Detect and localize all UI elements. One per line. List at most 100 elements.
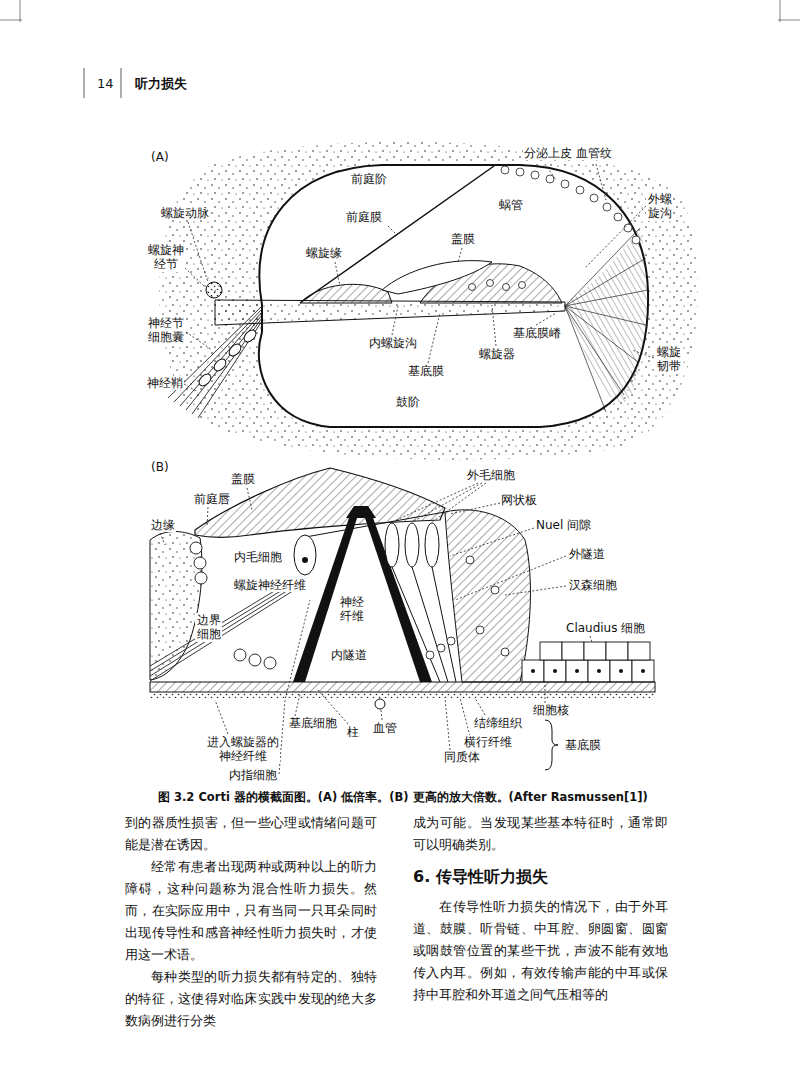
part-label: 神经鞘: [146, 376, 184, 390]
corti-organ: [575, 669, 579, 673]
cochlea-section: [180, 312, 262, 406]
body-paragraph: 成为可能。当发现某些基本特征时，通常即可以明确类别。: [413, 812, 668, 856]
corti-organ: [302, 557, 308, 563]
part-label: 基底膜: [564, 738, 602, 752]
part-label: Claudius 细胞: [565, 621, 646, 635]
leader-line: [475, 698, 485, 715]
cochlea-section: [198, 321, 262, 418]
page-number: 14: [96, 76, 115, 92]
cochlea-section: [565, 228, 647, 403]
part-label: 螺旋器: [478, 347, 516, 361]
part-label: 前庭唇: [193, 492, 231, 506]
leader-line: [388, 226, 397, 235]
cochlea-section: [565, 228, 648, 412]
section-heading: 6. 传导性听力损失: [413, 866, 668, 888]
part-label: 边缘: [150, 518, 176, 532]
corti-organ: [385, 523, 439, 567]
cochlea-section: [576, 186, 584, 194]
cochlea-section: [565, 258, 646, 306]
part-label: Nuel 间隙: [535, 518, 592, 532]
page-frame: [780, 0, 781, 22]
leader-line: [445, 698, 450, 750]
corti-organ: [437, 644, 445, 652]
page-frame: [0, 0, 800, 98]
corti-organ: [447, 637, 455, 645]
leader-line: [392, 306, 398, 335]
leader-line: [455, 556, 566, 600]
bracket: [545, 720, 558, 770]
part-label: 鼓阶: [395, 395, 421, 409]
part-label: 细胞核: [532, 703, 570, 717]
leader-line: [458, 248, 462, 262]
leader-line: [184, 164, 654, 392]
corti-organ: [392, 567, 440, 682]
cochlea-section: [519, 282, 526, 289]
part-label: 螺旋韧带: [655, 345, 682, 374]
part-label: 分泌上皮: [523, 146, 573, 160]
leader-line: [392, 483, 478, 522]
body-paragraph: 经常有患者出现两种或两种以上的听力障碍，这种问题称为混合性听力损失。然而，在实际…: [125, 856, 377, 966]
part-label: 横行纤维: [463, 735, 513, 749]
corti-organ: [426, 651, 434, 659]
part-label: 前庭阶: [350, 172, 388, 186]
leader-line: [505, 586, 566, 595]
corti-organ: [150, 584, 298, 676]
corti-organ: [412, 567, 448, 682]
leader-line: [412, 483, 482, 522]
corti-organ: [150, 682, 655, 692]
cochlea-section: [186, 315, 262, 410]
leader-line: [596, 164, 606, 200]
cochlea-section: [565, 228, 640, 306]
leader-line: [335, 262, 340, 286]
part-label: 蜗管: [498, 198, 524, 212]
part-label: 基底细胞: [288, 716, 338, 730]
cochlea-section: [624, 224, 632, 232]
text-column: 成为可能。当发现某些基本特征时，通常即可以明确类别。6. 传导性听力损失在传导性…: [413, 812, 668, 1006]
corti-organ: [234, 649, 246, 661]
cochlea-section: [159, 142, 698, 460]
panel-letter: (B): [150, 460, 170, 474]
part-label: 盖膜: [450, 232, 476, 246]
part-label: 盖膜: [230, 472, 256, 486]
corti-organ: [531, 669, 535, 673]
corti-organ: [491, 586, 499, 594]
body-paragraph: 到的器质性损害，但一些心理或情绪问题可能是潜在诱因。: [125, 812, 377, 856]
corti-organ: [425, 523, 439, 567]
cochlea-section: [206, 282, 222, 298]
page-frame: [121, 68, 122, 98]
cochlea-section: [565, 290, 648, 306]
figure-caption: 图 3.2 Corti 器的横截面图。(A) 低倍率。(B) 更高的放大倍数。(…: [158, 790, 648, 805]
part-label: 进入螺旋器的神经纤维: [205, 735, 280, 764]
leader-line: [381, 710, 382, 720]
leader-line: [247, 488, 252, 510]
leader-line: [590, 636, 592, 642]
corti-organ: [375, 699, 385, 709]
corti-organ: [445, 510, 530, 682]
page-frame: [778, 20, 800, 21]
part-label: 螺旋动脉: [160, 206, 210, 220]
part-label: 内指细胞: [228, 768, 278, 782]
leader-line: [432, 483, 486, 522]
leader-line: [186, 332, 212, 350]
corti-organ: [385, 523, 399, 567]
bracket: [545, 720, 558, 770]
leader-line: [295, 694, 300, 716]
cochlea-section: [546, 175, 554, 183]
part-label: 汉森细胞: [568, 578, 618, 592]
corti-organ: [150, 532, 202, 681]
leader-line: [585, 206, 646, 268]
cochlea-section: [565, 306, 606, 412]
corti-organ: [432, 567, 456, 682]
corti-organ: [466, 556, 509, 656]
part-label: 外毛细胞: [466, 468, 516, 482]
part-label: 结缔组织: [473, 716, 523, 730]
corti-organ: [531, 669, 645, 673]
corti-organ: [150, 581, 297, 671]
part-label: 神经纤维: [338, 595, 365, 624]
corti-organ: [562, 642, 584, 660]
cochlea-section: [469, 280, 526, 291]
cochlea-section: [300, 284, 392, 303]
leader-line: [460, 698, 470, 736]
leader-line: [450, 503, 500, 514]
